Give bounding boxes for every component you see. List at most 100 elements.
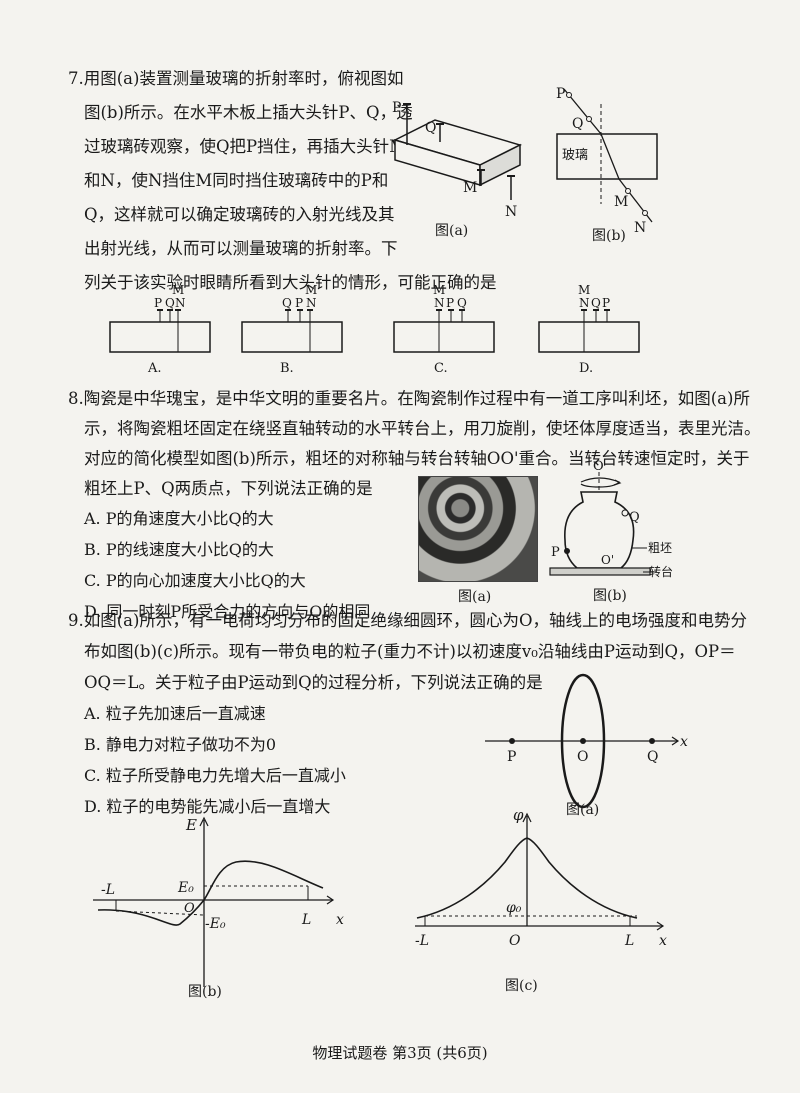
q9-fig-a-caption: 图(a)	[566, 802, 599, 818]
vase-outline	[564, 491, 635, 569]
q9-option-d[interactable]: D. 粒子的电势能先减小后一直增大	[84, 797, 331, 816]
svg-text:O: O	[593, 459, 604, 474]
q9-line-3: OQ＝L。关于粒子由P运动到Q的过程分析，下列说法正确的是	[84, 673, 543, 692]
e-curve	[97, 860, 324, 926]
svg-text:O: O	[184, 901, 195, 916]
svg-text:B.: B.	[280, 361, 294, 376]
svg-text:O': O'	[601, 553, 614, 567]
svg-text:O: O	[577, 749, 588, 765]
label-N: N	[505, 204, 517, 220]
q8-fig-a-caption: 图(a)	[458, 589, 492, 605]
q7-option-c[interactable]: N P Q M C.	[392, 280, 502, 376]
svg-text:x: x	[659, 933, 667, 949]
svg-text:C.: C.	[434, 361, 448, 376]
svg-text:P: P	[507, 749, 516, 765]
svg-text:E₀: E₀	[177, 880, 194, 896]
svg-text:Q: Q	[591, 296, 601, 310]
refracted-ray	[600, 133, 620, 180]
q7-figure-b: P Q M N 玻璃 图(b)	[556, 86, 658, 244]
q8-line-1: 8.陶瓷是中华瑰宝，是中华文明的重要名片。在陶瓷制作过程中有一道工序叫利坯，如图…	[68, 389, 750, 408]
svg-text:Q: Q	[572, 116, 583, 132]
q7-line-4: 和N，使N挡住M同时挡住玻璃砖中的P和	[84, 171, 389, 190]
q8-option-b[interactable]: B. P的线速度大小比Q的大	[84, 540, 274, 559]
svg-text:N: N	[175, 296, 186, 310]
q9-line-2: 布如图(b)(c)所示。现有一带负电的粒子(重力不计)以初速度v₀沿轴线由P运动…	[84, 642, 736, 661]
svg-text:N: N	[634, 220, 646, 236]
q8-line-4: 粗坯上P、Q两质点，下列说法正确的是	[84, 479, 373, 498]
svg-text:转台: 转台	[649, 564, 673, 579]
q7-line-7: 列关于该实验时眼睛所看到大头针的情形，可能正确的是	[84, 273, 497, 292]
svg-text:x: x	[336, 912, 344, 928]
q7-fig-b-caption: 图(b)	[592, 228, 626, 244]
svg-text:Q: Q	[647, 749, 658, 765]
q9-line-1: 9.如图(a)所示，有一电荷均匀分布的固定绝缘细圆环，圆心为O，轴线上的电场强度…	[68, 611, 747, 630]
svg-text:P: P	[154, 296, 162, 310]
svg-text:P: P	[446, 296, 454, 310]
svg-text:A.: A.	[147, 361, 162, 376]
svg-text:φ: φ	[513, 806, 524, 824]
q7-line-6: 出射光线，从而可以测量玻璃的折射率。下	[84, 239, 398, 258]
svg-text:D.: D.	[579, 361, 593, 376]
rotation-arrow	[580, 477, 620, 488]
phi-curve	[416, 837, 638, 919]
page-footer: 物理试题卷 第3页 (共6页)	[312, 1044, 488, 1062]
svg-text:M: M	[433, 283, 445, 297]
q7-option-d[interactable]: N Q P M D.	[537, 280, 647, 376]
svg-text:-L: -L	[415, 933, 429, 949]
q8-option-d[interactable]: D. 同一时刻P所受合力的方向与Q的相同	[84, 602, 371, 621]
q9-fig-c-caption: 图(c)	[505, 978, 538, 994]
q8-line-2: 示，将陶瓷粗坯固定在绕竖直轴转动的水平转台上，用刀旋削，使坯体厚度适当，表里光洁…	[84, 419, 761, 438]
q7-option-a[interactable]: P Q N M A.	[108, 280, 218, 376]
q8-option-a[interactable]: A. P的角速度大小比Q的大	[84, 509, 274, 528]
label-Q: Q	[425, 120, 436, 136]
svg-text:N: N	[434, 296, 445, 310]
svg-text:P: P	[602, 296, 610, 310]
svg-text:-E₀: -E₀	[205, 916, 226, 932]
q7-fig-a-caption: 图(a)	[435, 223, 468, 239]
svg-text:L: L	[301, 912, 311, 928]
svg-text:φ₀: φ₀	[506, 900, 522, 916]
svg-text:N: N	[306, 296, 317, 310]
label-P: P	[392, 100, 401, 116]
svg-text:-L: -L	[101, 882, 115, 898]
q7-line-1: 7.用图(a)装置测量玻璃的折射率时，俯视图如	[68, 69, 404, 88]
svg-text:x: x	[680, 734, 688, 750]
q7-line-3: 过玻璃砖观察，使Q把P挡住，再插大头针M	[84, 137, 407, 156]
q7-line-5: Q，这样就可以确定玻璃砖的入射光线及其	[84, 205, 395, 224]
svg-text:M: M	[578, 283, 590, 297]
svg-text:Q: Q	[629, 510, 640, 525]
q8-photo	[418, 476, 538, 582]
svg-text:N: N	[579, 296, 590, 310]
svg-text:O: O	[509, 933, 521, 949]
glass-label: 玻璃	[562, 148, 588, 163]
q9-figure-a: P O Q x 图(a)	[485, 673, 688, 818]
svg-text:P: P	[551, 545, 560, 560]
glass-block-side	[479, 143, 521, 187]
svg-text:Q: Q	[165, 296, 175, 310]
q8-figure-b: O O' P Q 粗坯 转台 图(b)	[549, 459, 673, 604]
svg-text:E: E	[185, 816, 197, 834]
q8-option-c[interactable]: C. P的向心加速度大小比Q的大	[84, 571, 306, 590]
q9-figure-c: φ φ₀ -L O L x 图(c)	[415, 806, 667, 994]
label-M: M	[463, 180, 477, 196]
q9-option-b[interactable]: B. 静电力对粒子做功不为0	[84, 735, 277, 754]
turntable	[549, 567, 651, 576]
q7-option-b[interactable]: Q P N M B.	[240, 280, 350, 376]
svg-text:Q: Q	[282, 296, 292, 310]
q7-line-2: 图(b)所示。在水平木板上插大头针P、Q，透	[84, 103, 413, 122]
q9-option-c[interactable]: C. 粒子所受静电力先增大后一直减小	[84, 766, 346, 785]
svg-text:M: M	[614, 194, 628, 210]
q8-line-3: 对应的简化模型如图(b)所示，粗坯的对称轴与转台转轴OO'重合。当转台转速恒定时…	[84, 449, 750, 468]
q7-figure-a: P Q M N 图(a)	[392, 100, 523, 239]
glass-rect	[556, 133, 658, 180]
svg-text:M: M	[305, 283, 317, 297]
svg-text:P: P	[295, 296, 303, 310]
q9-figure-b: E -L L E₀ -E₀ O x 图(b)	[93, 816, 344, 1000]
svg-text:L: L	[624, 933, 634, 949]
q8-fig-b-caption: 图(b)	[593, 588, 627, 604]
q9-option-a[interactable]: A. 粒子先加速后一直减速	[84, 704, 266, 723]
q9-fig-b-caption: 图(b)	[188, 984, 222, 1000]
svg-text:Q: Q	[457, 296, 467, 310]
svg-text:粗坯: 粗坯	[648, 541, 672, 555]
svg-text:M: M	[172, 283, 184, 297]
